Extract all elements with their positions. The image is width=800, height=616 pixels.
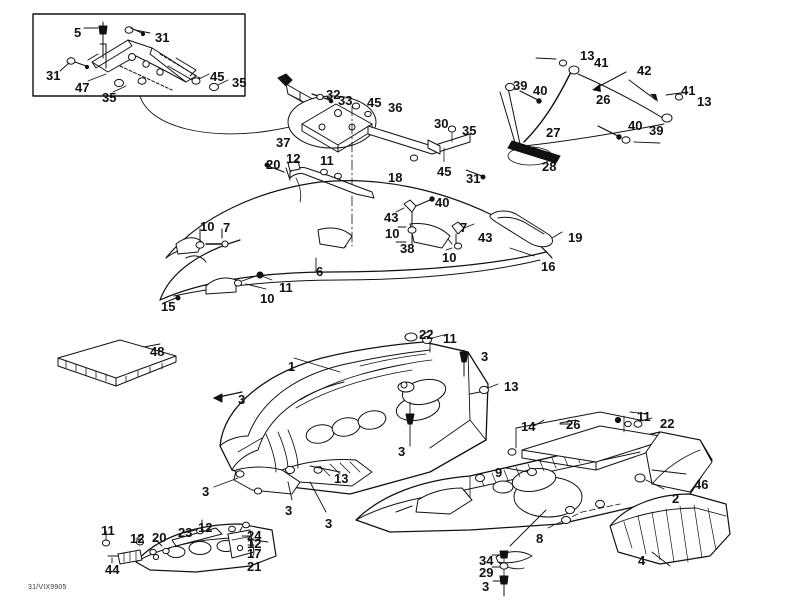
- pad-48: [57, 339, 177, 387]
- callout-3-49: 3: [202, 484, 210, 499]
- strut-assembly: [499, 57, 689, 166]
- callout-43-26: 43: [384, 210, 399, 225]
- inset-callout-47-3: 47: [75, 80, 90, 95]
- callout-13-0: 13: [580, 48, 595, 63]
- callout-40-6: 40: [533, 83, 548, 98]
- callout-11-64: 11: [101, 523, 115, 538]
- lower-pan: [355, 411, 713, 533]
- inset-callout-31-1: 31: [155, 30, 170, 45]
- steering-assembly: [277, 73, 486, 247]
- callout-34-61: 34: [479, 553, 494, 568]
- inset-callout-35-6: 35: [232, 75, 247, 90]
- callout-21-73: 21: [247, 559, 262, 574]
- callout-23-68: 23: [178, 525, 193, 540]
- callout-30-17: 30: [434, 116, 449, 131]
- inset-linkage: [66, 21, 219, 92]
- callout-45-19: 45: [437, 164, 452, 179]
- callout-24-70: 24: [247, 528, 262, 543]
- callout-44-65: 44: [105, 562, 120, 577]
- inset-callout-5-0: 5: [74, 25, 82, 40]
- callout-35-18: 35: [462, 123, 477, 138]
- callout-12-71: 12: [247, 536, 262, 551]
- callout-10-37: 10: [260, 291, 275, 306]
- callout-14-52: 14: [521, 419, 536, 434]
- callout-9-58: 9: [495, 465, 503, 480]
- callout-45-14: 45: [367, 95, 382, 110]
- callout-22-55: 22: [660, 416, 675, 431]
- callout-38-28: 38: [400, 241, 415, 256]
- callout-11-36: 11: [279, 280, 293, 295]
- callout-4-60: 4: [638, 553, 646, 568]
- callout-7-35: 7: [223, 220, 231, 235]
- callout-2-57: 2: [672, 491, 680, 506]
- callout-33-13: 33: [338, 93, 353, 108]
- callout-20-21: 20: [266, 157, 281, 172]
- inset-callout-35-4: 35: [102, 90, 117, 105]
- callout-40-9: 40: [628, 118, 643, 133]
- callout-28-11: 28: [542, 159, 557, 174]
- callout-8-59: 8: [536, 531, 544, 546]
- callout-11-42: 11: [443, 331, 457, 346]
- callout-12-22: 12: [286, 151, 301, 166]
- callout-10-34: 10: [200, 219, 215, 234]
- callout-11-54: 11: [637, 409, 651, 424]
- callout-41-3: 41: [681, 83, 696, 98]
- callout-40-25: 40: [435, 195, 450, 210]
- front-bumper: [159, 180, 553, 303]
- callout-20-67: 20: [152, 530, 167, 545]
- callout-46-56: 46: [694, 477, 709, 492]
- callout-13-4: 13: [697, 94, 712, 109]
- inset-callout-45-5: 45: [210, 69, 225, 84]
- callout-22-41: 22: [419, 327, 434, 342]
- callout-39-10: 39: [649, 123, 664, 138]
- belly-pan-4: [609, 493, 731, 567]
- callout-11-23: 11: [320, 153, 334, 168]
- callout-41-1: 41: [594, 55, 609, 70]
- callout-15-39: 15: [161, 299, 176, 314]
- callout-16-33: 16: [541, 259, 556, 274]
- handlebar-assembly: [264, 160, 375, 203]
- handle-19: [489, 210, 563, 248]
- callout-18-24: 18: [388, 170, 403, 185]
- hood-main: [213, 329, 499, 513]
- callout-12-66: 12: [130, 531, 145, 546]
- callout-32-12: 32: [326, 87, 341, 102]
- callout-3-43: 3: [481, 349, 489, 364]
- callout-10-31: 10: [442, 250, 457, 265]
- callout-10-27: 10: [385, 226, 400, 241]
- callout-17-72: 17: [247, 546, 262, 561]
- cable-hardware: [395, 196, 475, 251]
- callout-1-44: 1: [288, 359, 296, 374]
- callout-27-8: 27: [546, 125, 561, 140]
- callout-29-62: 29: [479, 565, 494, 580]
- callout-31-20: 31: [466, 171, 481, 186]
- callout-13-45: 13: [504, 379, 519, 394]
- callout-26-7: 26: [596, 92, 611, 107]
- callout-6-38: 6: [316, 264, 324, 279]
- callout-7-29: 7: [460, 220, 468, 235]
- inset-leaders: [59, 27, 229, 93]
- callout-37-16: 37: [276, 135, 291, 150]
- callout-3-51: 3: [325, 516, 333, 531]
- callout-13-48: 13: [334, 471, 349, 486]
- callout-3-63: 3: [482, 579, 490, 594]
- callout-48-40: 48: [150, 344, 165, 359]
- bracket-34: [491, 509, 547, 597]
- callout-19-32: 19: [568, 230, 583, 245]
- callout-42-2: 42: [637, 63, 652, 78]
- callout-12-69: 12: [198, 520, 213, 535]
- inset-callout-31-2: 31: [46, 68, 61, 83]
- running-board: [101, 519, 277, 573]
- callout-3-46: 3: [238, 392, 246, 407]
- callout-3-50: 3: [285, 503, 293, 518]
- drawing-code: 31/VIX9905: [28, 584, 67, 591]
- callout-43-30: 43: [478, 230, 493, 245]
- callout-3-47: 3: [398, 444, 406, 459]
- callout-39-5: 39: [513, 78, 528, 93]
- callout-26-53: 26: [566, 417, 581, 432]
- callout-36-15: 36: [388, 100, 403, 115]
